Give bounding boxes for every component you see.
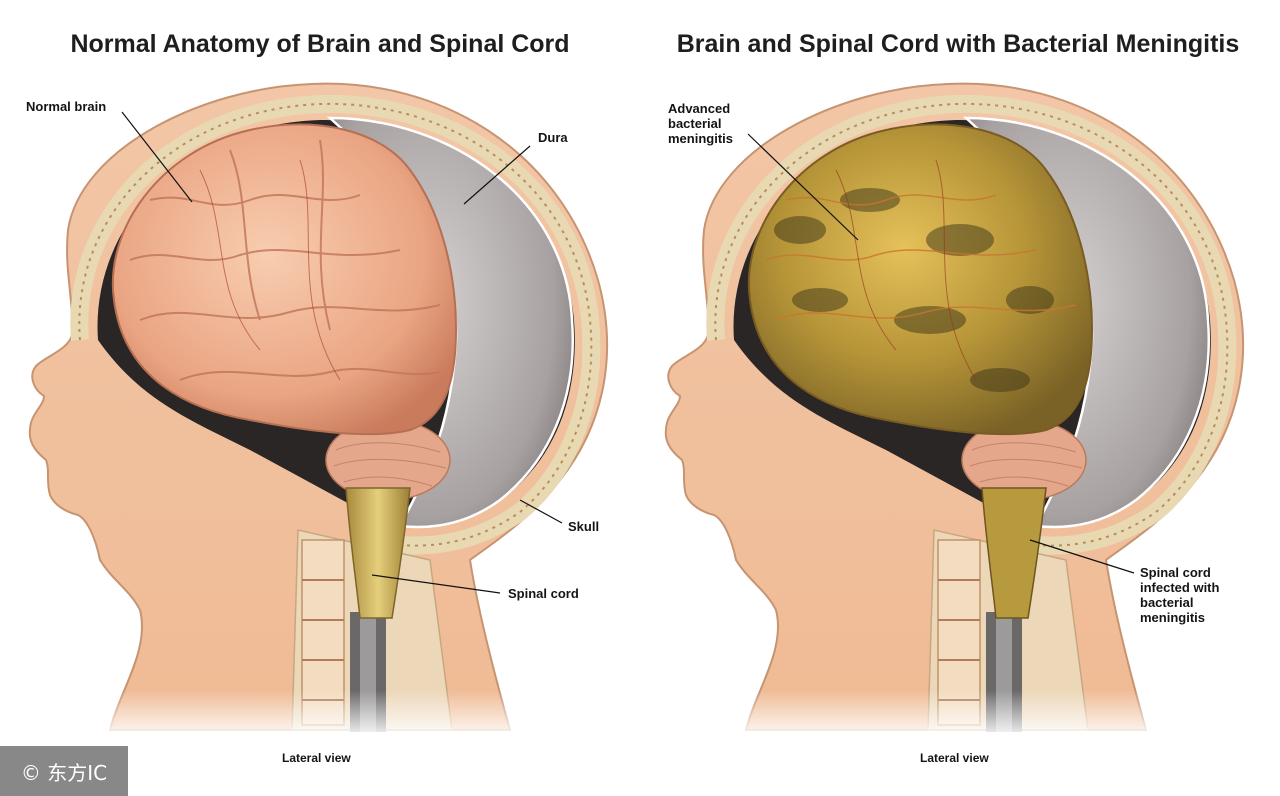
right-head-illustration bbox=[636, 84, 1276, 740]
left-head-illustration bbox=[0, 84, 640, 740]
label-spinal-cord: Spinal cord bbox=[508, 586, 579, 601]
right-panel-title: Brain and Spinal Cord with Bacterial Men… bbox=[676, 30, 1240, 58]
label-dura: Dura bbox=[538, 130, 568, 145]
label-skull: Skull bbox=[568, 519, 600, 534]
left-panel-title: Normal Anatomy of Brain and Spinal Cord bbox=[70, 30, 570, 58]
label-lateral-view-left: Lateral view bbox=[282, 751, 351, 765]
label-normal-brain: Normal brain bbox=[26, 99, 107, 114]
spinal-cord bbox=[345, 487, 411, 619]
infected-spinal-cord bbox=[981, 487, 1047, 619]
label-infected-spinal-cord: Spinal cord infected with bacterial meni… bbox=[1140, 565, 1220, 625]
watermark: © 东方IC bbox=[0, 746, 128, 796]
label-advanced-meningitis: Advanced bacterial meningitis bbox=[668, 101, 734, 146]
label-lateral-view-right: Lateral view bbox=[920, 751, 989, 765]
